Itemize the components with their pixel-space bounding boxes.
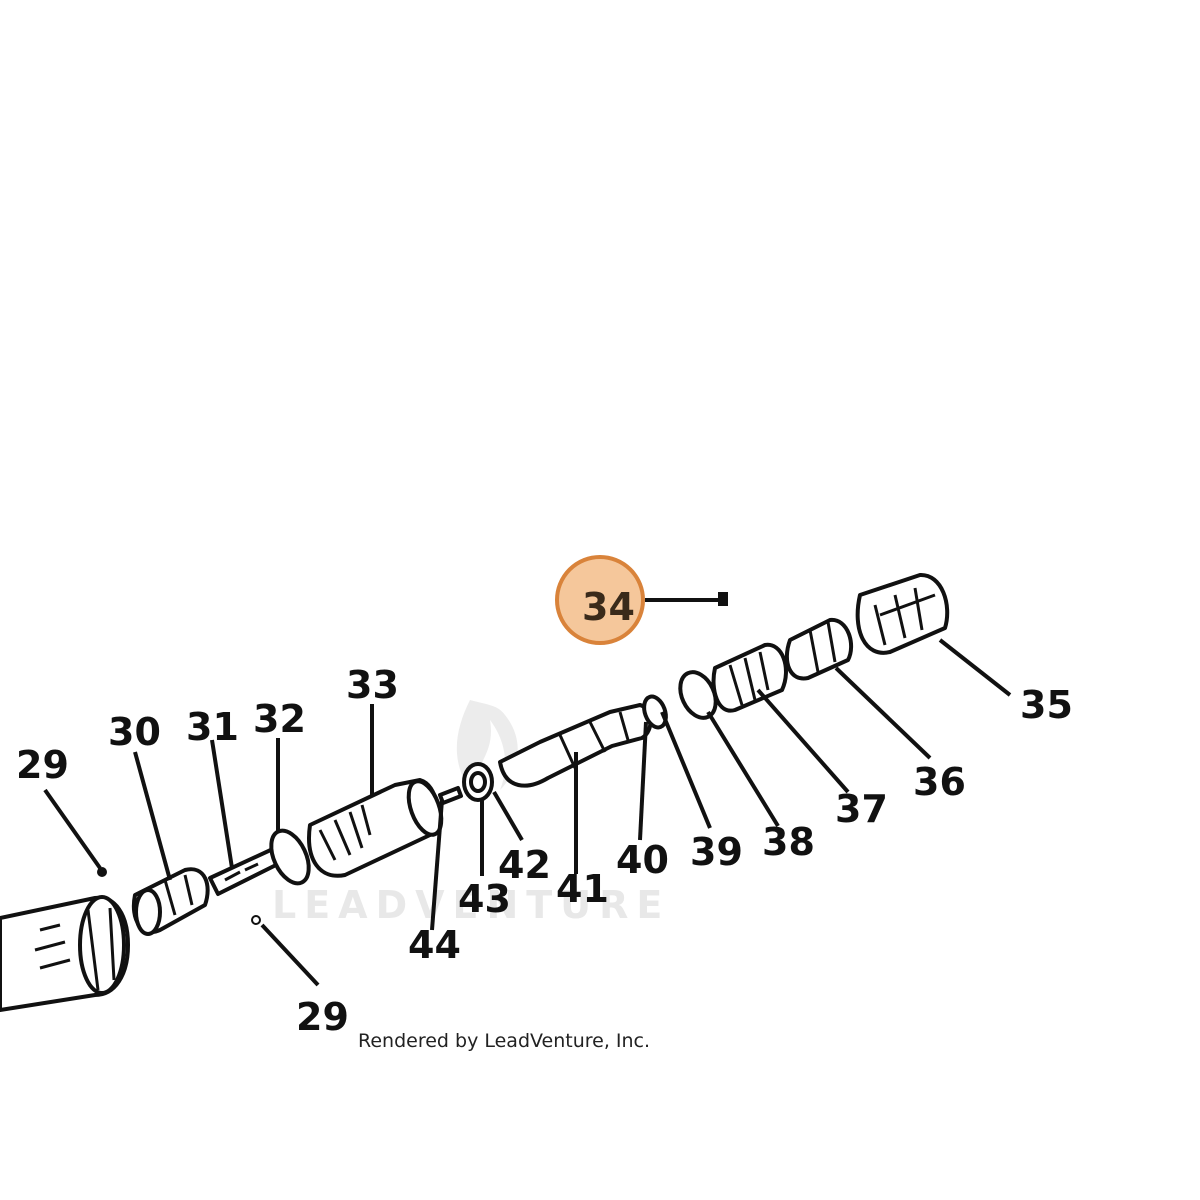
- callout-labels: 29 30 31 32 33 34 35 36 37 38 39 40 41 4…: [16, 585, 1073, 1039]
- part-35-cap: [855, 572, 950, 655]
- callout-42[interactable]: 42: [498, 843, 551, 887]
- part-housing: [0, 895, 130, 1012]
- callout-40[interactable]: 40: [616, 838, 669, 882]
- callout-30[interactable]: 30: [108, 710, 161, 754]
- callout-43[interactable]: 43: [458, 877, 511, 921]
- callout-29-bottom[interactable]: 29: [296, 995, 349, 1039]
- callout-31[interactable]: 31: [186, 705, 239, 749]
- callout-37[interactable]: 37: [835, 787, 888, 831]
- part-36-nut: [784, 618, 854, 681]
- callout-33[interactable]: 33: [346, 663, 399, 707]
- part-39-40-rings: [642, 694, 668, 730]
- part-33-cylinder: [307, 778, 444, 878]
- callout-39[interactable]: 39: [690, 830, 743, 874]
- callout-38[interactable]: 38: [762, 820, 815, 864]
- callout-29-top[interactable]: 29: [16, 743, 69, 787]
- part-43-42-bushing: [462, 762, 494, 802]
- callout-32[interactable]: 32: [253, 697, 306, 741]
- part-29-pins: [97, 867, 261, 925]
- callout-36[interactable]: 36: [913, 760, 966, 804]
- part-41-rod: [498, 703, 653, 788]
- callout-41[interactable]: 41: [556, 867, 609, 911]
- watermark-text: LEADVENTURE: [272, 883, 670, 927]
- credit-text: Rendered by LeadVenture, Inc.: [358, 1030, 651, 1052]
- part-37-fitting: [711, 642, 788, 713]
- callout-44[interactable]: 44: [408, 923, 461, 967]
- leader-lines: [43, 592, 1012, 987]
- callout-35[interactable]: 35: [1020, 683, 1073, 727]
- callout-34[interactable]: 34: [582, 585, 635, 629]
- part-30-coupler: [131, 867, 210, 936]
- callout-34-highlight: [555, 555, 645, 645]
